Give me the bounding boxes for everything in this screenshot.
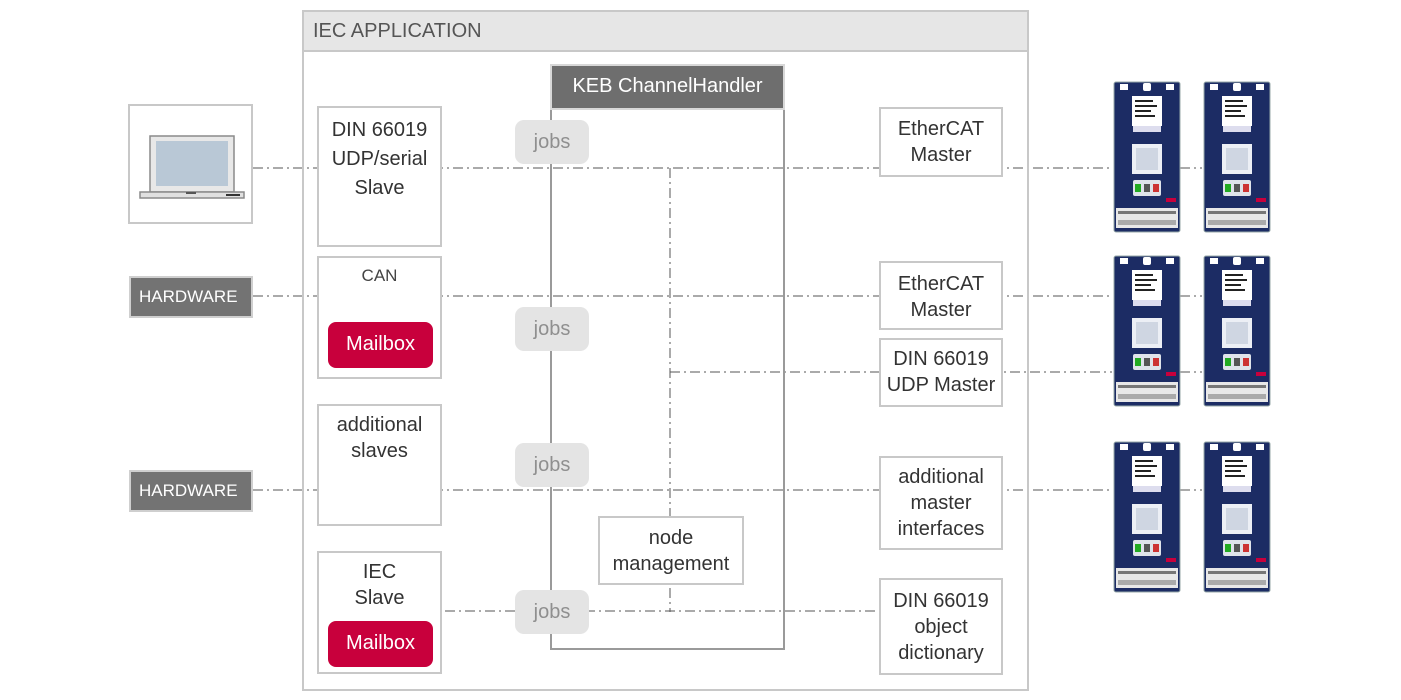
can-box: CAN Mailbox [317, 256, 442, 379]
laptop-box [128, 104, 253, 224]
jobs-label: jobs [533, 454, 571, 476]
jobs-pill-4: jobs [515, 590, 589, 634]
object-dictionary-box: DIN 66019 object dictionary [879, 578, 1003, 675]
hardware-label-1: HARDWARE [129, 276, 253, 318]
can-label: CAN [361, 266, 398, 285]
object-dictionary-line: DIN 66019 [893, 590, 989, 612]
drive-controller-icon [1202, 254, 1272, 408]
iec-slave-line: Slave [354, 587, 405, 609]
din-udp-master-line: DIN 66019 [893, 348, 989, 370]
drive-controller-icon [1112, 440, 1182, 594]
mailbox-label: Mailbox [346, 333, 415, 355]
ethercat-master-line: Master [910, 144, 972, 166]
jobs-label: jobs [533, 318, 571, 340]
hardware-text: HARDWARE [139, 481, 238, 500]
jobs-label: jobs [533, 131, 571, 153]
additional-master-box: additional master interfaces [879, 456, 1003, 550]
ethercat-master-line: Master [910, 299, 972, 321]
din-slave-line: Slave [354, 177, 405, 199]
iec-slave-box: IEC Slave Mailbox [317, 551, 442, 674]
ethercat-master-box-1: EtherCAT Master [879, 107, 1003, 177]
din-slave-line: UDP/serial [331, 148, 428, 170]
node-management-line: node [648, 527, 694, 549]
jobs-label: jobs [533, 601, 571, 623]
jobs-pill-1: jobs [515, 120, 589, 164]
additional-master-line: additional [898, 466, 984, 488]
din-udp-master-line: UDP Master [886, 374, 996, 396]
channel-handler-title: KEB ChannelHandler [572, 75, 763, 97]
drive-controller-icon [1112, 80, 1182, 234]
channel-handler-header: KEB ChannelHandler [550, 64, 785, 110]
drive-controller-icon [1202, 440, 1272, 594]
hardware-text: HARDWARE [139, 287, 238, 306]
iec-application-title: IEC APPLICATION [313, 20, 482, 42]
additional-master-line: interfaces [897, 518, 985, 540]
ethercat-master-box-2: EtherCAT Master [879, 261, 1003, 330]
can-mailbox: Mailbox [328, 322, 433, 368]
drive-controller-icon [1202, 80, 1272, 234]
laptop-icon [139, 135, 245, 199]
jobs-pill-2: jobs [515, 307, 589, 351]
din-udp-master-box: DIN 66019 UDP Master [879, 338, 1003, 407]
iec-mailbox: Mailbox [328, 621, 433, 667]
iec-slave-line: IEC [362, 561, 397, 583]
ethercat-master-line: EtherCAT [897, 273, 985, 295]
object-dictionary-line: dictionary [898, 642, 984, 664]
node-management-line: management [612, 553, 730, 575]
node-management-box: node management [598, 516, 744, 585]
additional-slaves-line: slaves [351, 440, 408, 462]
jobs-pill-3: jobs [515, 443, 589, 487]
additional-master-line: master [910, 492, 972, 514]
mailbox-label: Mailbox [346, 632, 415, 654]
additional-slaves-box: additional slaves [317, 404, 442, 526]
object-dictionary-line: object [914, 616, 968, 638]
ethercat-master-line: EtherCAT [897, 118, 985, 140]
din-slave-line: DIN 66019 [331, 119, 428, 141]
additional-slaves-line: additional [336, 414, 423, 436]
hardware-label-2: HARDWARE [129, 470, 253, 512]
din-66019-slave-box: DIN 66019 UDP/serial Slave [317, 106, 442, 247]
drive-controller-icon [1112, 254, 1182, 408]
iec-application-header: IEC APPLICATION [302, 10, 1029, 52]
